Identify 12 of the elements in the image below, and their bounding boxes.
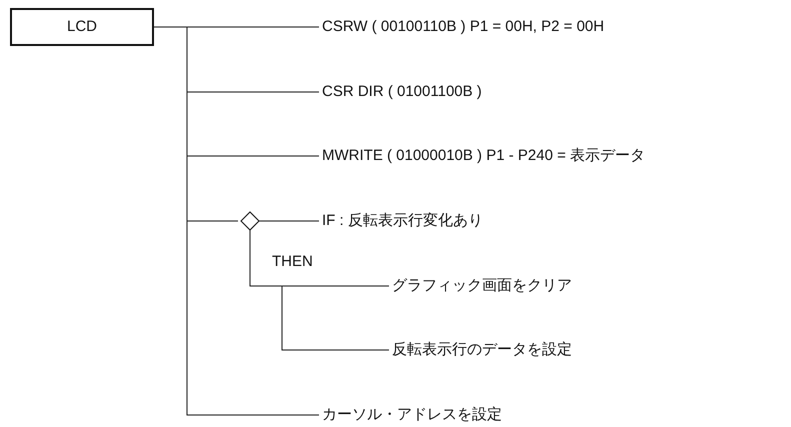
step-text: カーソル・アドレスを設定 [322, 405, 502, 425]
branch-label: THEN [272, 252, 313, 272]
connector-line [250, 230, 390, 350]
connector-line [258, 220, 320, 222]
step-text: CSR DIR ( 01001100B ) [322, 82, 482, 102]
step-text: 反転表示行のデータを設定 [392, 340, 572, 360]
step-text: MWRITE ( 01000010B ) P1 - P240 = 表示データ [322, 146, 646, 166]
connector-line [154, 26, 320, 416]
step-text: グラフィック画面をクリア [392, 276, 572, 296]
step-text: CSRW ( 00100110B ) P1 = 00H, P2 = 00H [322, 17, 604, 37]
module-box: LCD [10, 8, 154, 46]
step-text: IF : 反転表示行変化あり [322, 211, 483, 231]
